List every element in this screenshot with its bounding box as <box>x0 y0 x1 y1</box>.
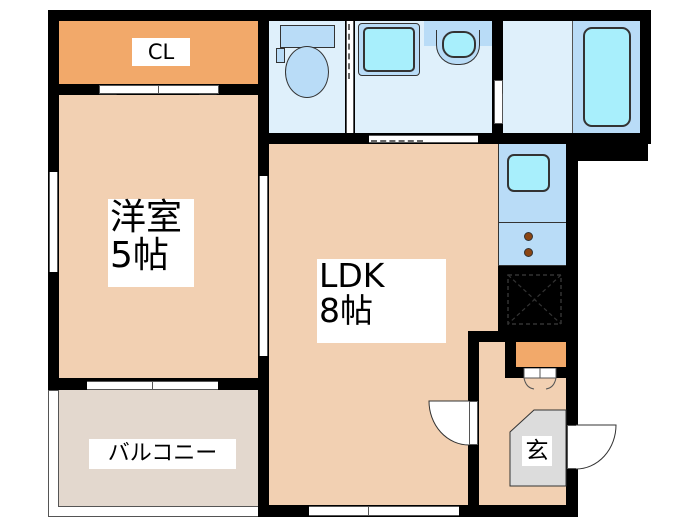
stove-burner-icon <box>524 248 533 257</box>
ldk-window-divider <box>368 506 369 516</box>
toilet-paper-icon <box>276 48 285 63</box>
closet-door-divider <box>158 85 159 94</box>
shoe-cabinet-door-icon[interactable] <box>522 368 560 390</box>
bathroom <box>503 21 573 133</box>
western-room-name: 洋室 <box>110 197 183 238</box>
shoe-cabinet <box>516 342 566 367</box>
balcony-side-wall <box>258 378 269 517</box>
stove-burner-icon <box>524 232 533 241</box>
western-room-window-left <box>49 172 58 272</box>
western-room-window-right <box>259 176 268 356</box>
western-room-label: 洋室 5帖 <box>108 199 194 287</box>
fridge-space-icon <box>507 274 562 325</box>
ldk-label: LDK 8帖 <box>317 256 446 343</box>
ldk-door-swing-icon <box>428 400 470 446</box>
toilet-tank-icon <box>280 25 335 48</box>
western-room-size: 5帖 <box>110 234 169 276</box>
bathtub-icon <box>583 27 631 127</box>
ldk-size: 8帖 <box>319 290 373 330</box>
ldk-washroom-sliding-door[interactable] <box>369 135 478 143</box>
balcony-label: バルコニー <box>89 439 236 469</box>
kitchen-sink-icon <box>507 154 550 192</box>
closet-door[interactable] <box>99 85 219 94</box>
closet-label: CL <box>132 38 190 66</box>
front-door-swing-icon <box>575 424 617 470</box>
outer-wall-right-notch <box>566 133 648 161</box>
bathroom-door[interactable] <box>494 80 503 124</box>
ldk-door[interactable] <box>469 401 478 445</box>
ldk-name: LDK <box>319 256 385 295</box>
toilet-door-dash <box>348 24 350 79</box>
washing-machine-icon <box>363 27 415 72</box>
stove-counter <box>498 223 566 266</box>
toilet-door[interactable] <box>346 21 354 133</box>
entrance-label: 玄 <box>522 436 552 466</box>
vanity-sink-icon <box>442 31 476 58</box>
balcony-window-divider <box>152 381 153 390</box>
ldk-window-bottom[interactable] <box>309 506 459 516</box>
sliding-door-dash <box>371 140 423 142</box>
toilet-bowl-icon <box>285 46 329 98</box>
